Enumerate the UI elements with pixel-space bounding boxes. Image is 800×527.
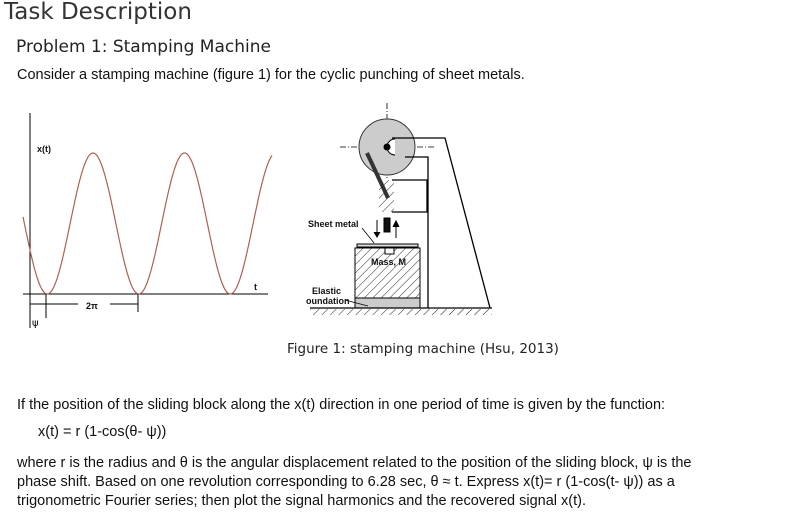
page-title: Task Description	[4, 0, 192, 25]
problem-title: Problem 1: Stamping Machine	[16, 37, 271, 57]
phase-label: ψ	[32, 318, 39, 329]
foundation-label: oundation	[306, 296, 350, 306]
displacement-graph: x(t) t 2π ψ	[22, 113, 273, 329]
mass-block	[354, 247, 421, 299]
mass-label: Mass, M	[371, 257, 406, 267]
paragraph-1: If the position of the sliding block alo…	[17, 397, 666, 413]
y-axis-label: x(t)	[37, 144, 51, 154]
period-label: 2π	[86, 301, 98, 311]
elastic-foundation	[354, 297, 421, 309]
sheet-metal-label: Sheet metal	[308, 219, 359, 229]
paragraph-2-line-2: phase shift. Based on one revolution cor…	[17, 474, 675, 490]
paragraph-2-line-3: trigonometric Fourier series; then plot …	[17, 493, 586, 509]
formula: x(t) = r (1-cos(θ- ψ))	[38, 424, 167, 440]
paragraph-2-line-1: where r is the radius and θ is the angul…	[17, 455, 692, 471]
x-axis-label: t	[254, 282, 257, 292]
elastic-label: Elastic	[312, 286, 341, 296]
signal-curve	[22, 152, 273, 295]
stamping-machine-diagram	[310, 103, 492, 315]
figure-caption: Figure 1: stamping machine (Hsu, 2013)	[287, 341, 559, 357]
intro-text: Consider a stamping machine (figure 1) f…	[17, 67, 525, 83]
